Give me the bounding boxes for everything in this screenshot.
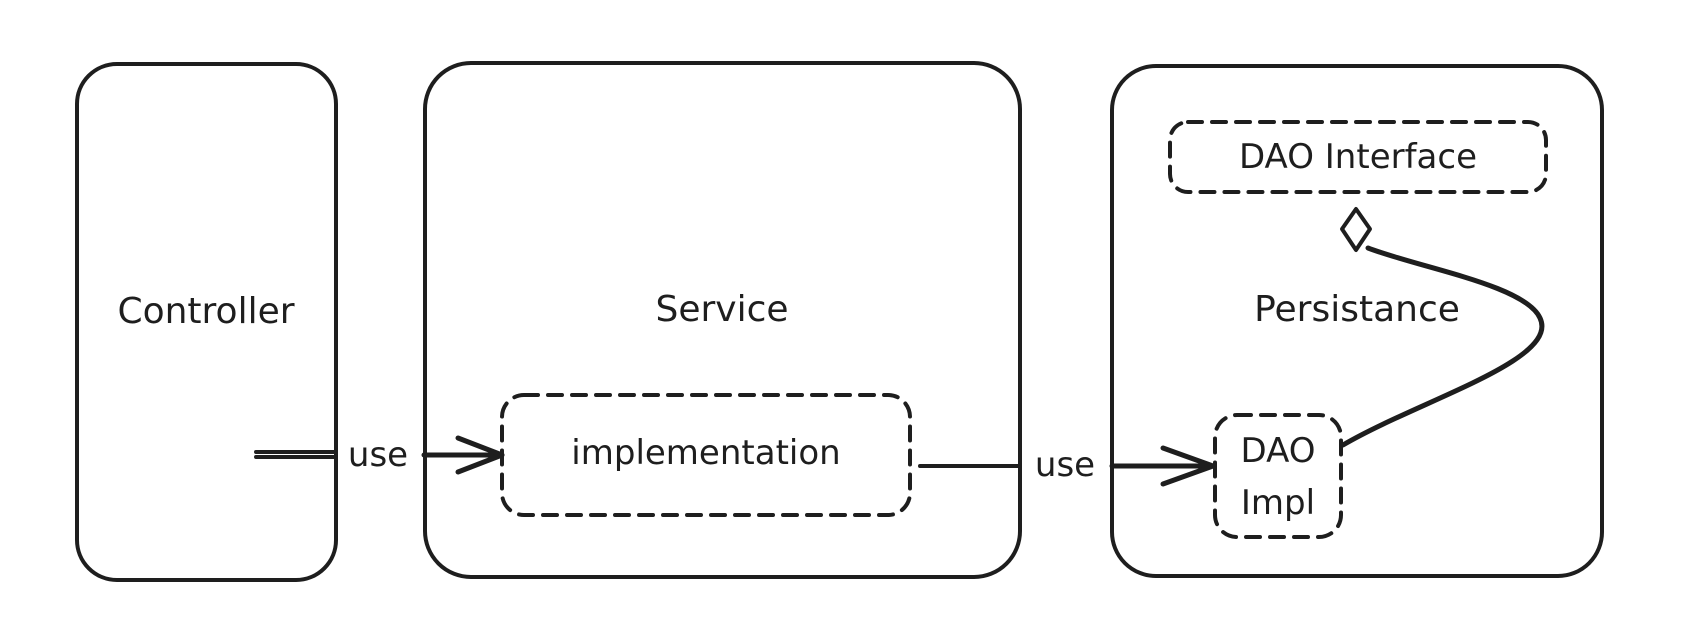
aggregation-diamond-icon <box>1340 207 1372 252</box>
dao-interface-label: DAO Interface <box>1239 137 1477 177</box>
dao-impl-label-line1: DAO <box>1240 431 1315 471</box>
arrowhead-icon <box>455 435 505 475</box>
dao-impl-label-line2: Impl <box>1241 483 1315 523</box>
implementation-node[interactable]: implementation <box>500 393 912 517</box>
persistance-node[interactable]: Persistance <box>1110 64 1604 578</box>
edge-controller-to-implementation[interactable]: use <box>254 435 505 475</box>
service-label: Service <box>655 289 788 330</box>
edge-label-use: use <box>348 435 408 475</box>
persistance-label: Persistance <box>1254 289 1460 330</box>
edge-line <box>254 450 338 459</box>
edge-label-use: use <box>1035 445 1095 485</box>
arrowhead-icon <box>1160 445 1216 487</box>
dao-impl-node[interactable]: DAO Impl <box>1213 413 1343 539</box>
service-node[interactable]: Service <box>423 61 1022 579</box>
dao-interface-node[interactable]: DAO Interface <box>1168 120 1548 194</box>
controller-node[interactable]: Controller <box>75 62 338 582</box>
controller-label: Controller <box>117 291 294 332</box>
edge-curve <box>1340 245 1545 448</box>
edge-implementation-to-dao-impl[interactable]: use <box>918 445 1216 487</box>
implementation-label: implementation <box>571 433 840 473</box>
edge-dao-impl-to-dao-interface[interactable] <box>1340 207 1545 448</box>
